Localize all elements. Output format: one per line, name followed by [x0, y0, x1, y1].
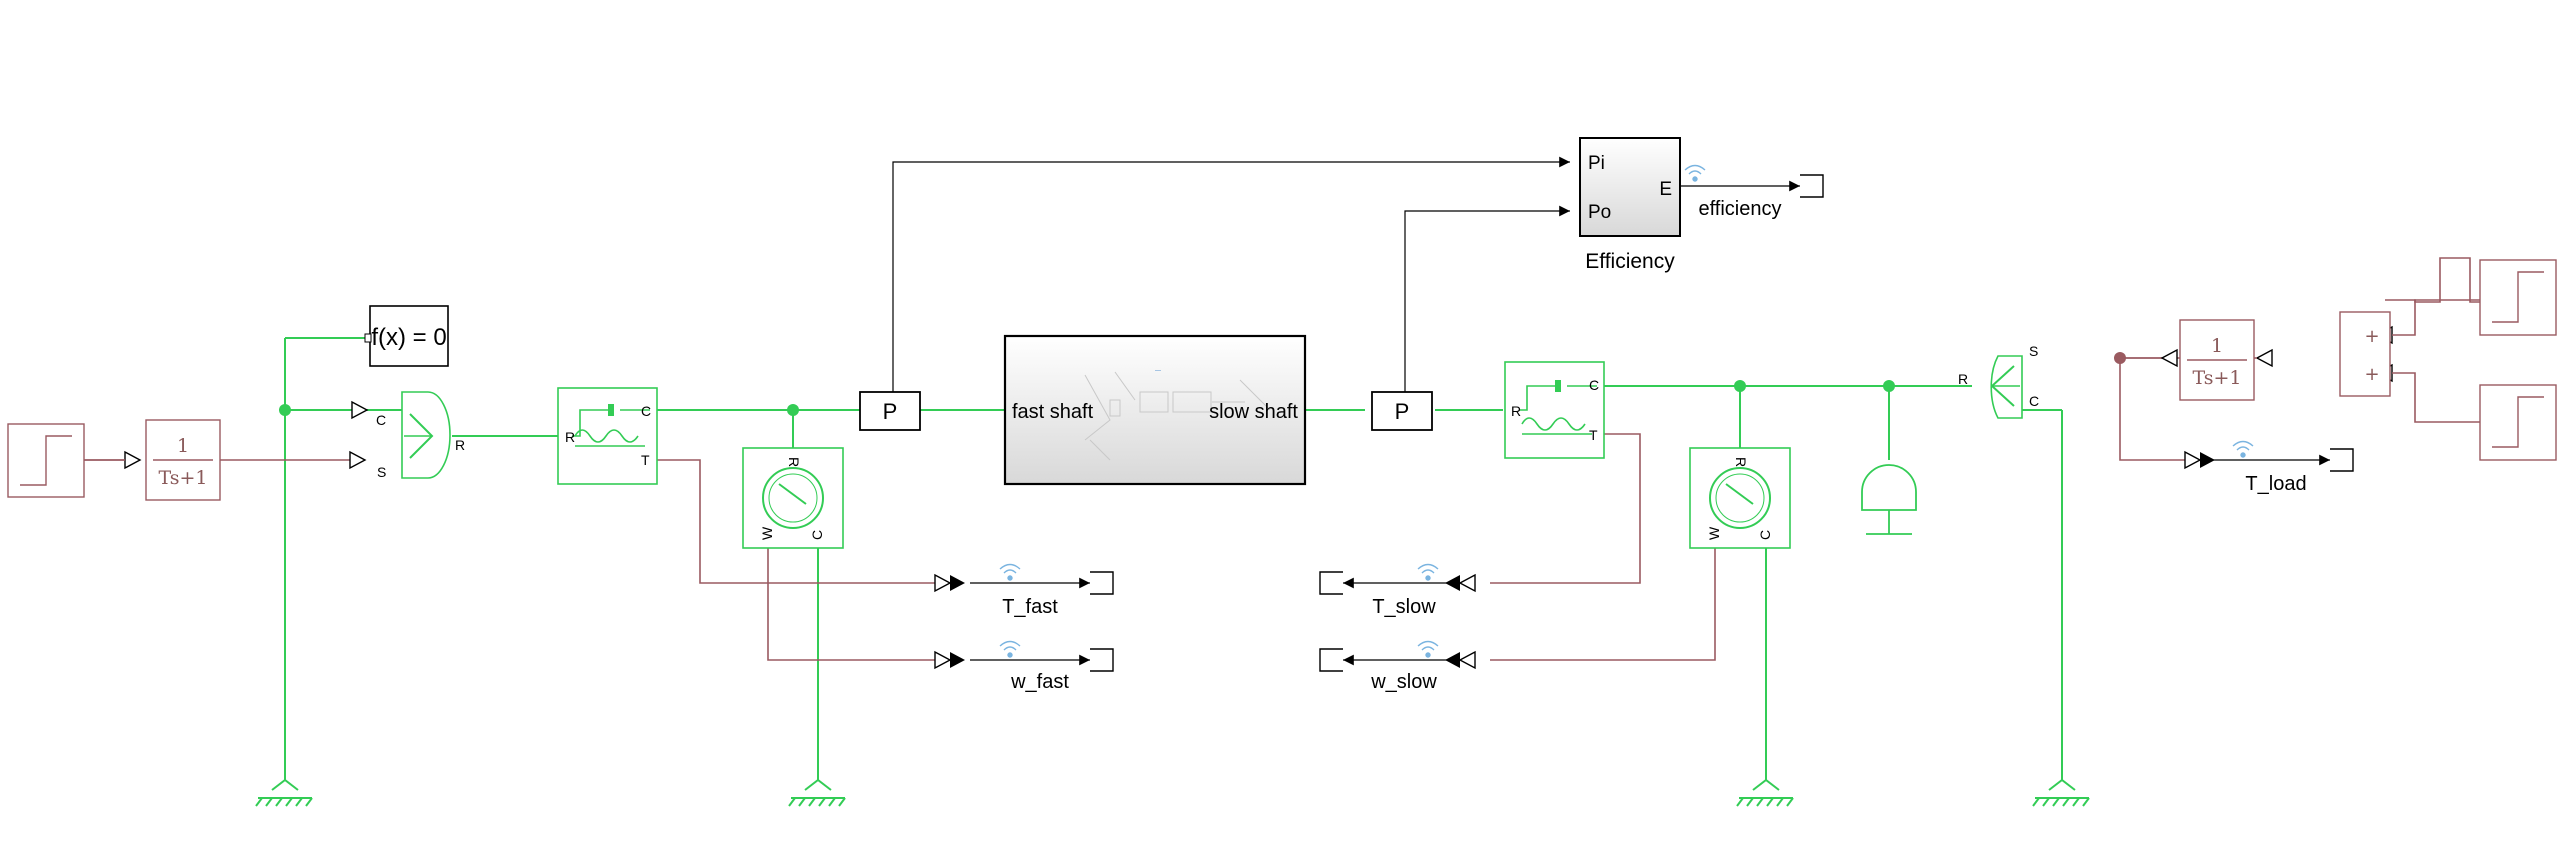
- ground-icon: [255, 778, 313, 807]
- inertia-icon: [1861, 464, 1917, 511]
- port-t-label: T: [641, 452, 650, 468]
- spring-icon: [1521, 417, 1586, 431]
- gauge-icon: [1709, 467, 1771, 529]
- efficiency-block[interactable]: Pi Po E: [1579, 137, 1681, 237]
- signal-label-t-load: T_load: [2245, 473, 2306, 495]
- port-c-label: C: [1757, 530, 1773, 540]
- ideal-torque-source-right[interactable]: S R C: [1958, 343, 2062, 419]
- filled-arrows: [950, 452, 2215, 668]
- transfer-function-right[interactable]: 1 Ts+1: [2179, 319, 2255, 401]
- gauge-icon: [762, 467, 824, 529]
- port-t-label: T: [1589, 427, 1598, 443]
- ground-symbols: [255, 778, 2090, 807]
- port-c-label: C: [376, 412, 386, 428]
- power-signal-lines: [892, 156, 2330, 666]
- inertia-block[interactable]: [1861, 464, 1917, 535]
- efficiency-block-name: Efficiency: [1585, 250, 1675, 273]
- velocity-sensor-fast[interactable]: R W C: [742, 447, 844, 549]
- damper-icon: [1555, 380, 1561, 392]
- signal-label-w-fast: w_fast: [1010, 671, 1069, 693]
- junction-dots: [279, 380, 1895, 416]
- solver-label: f(x) = 0: [371, 324, 446, 351]
- step-icon: [20, 435, 72, 486]
- step-icon: [2492, 271, 2544, 323]
- port-r-label: R: [786, 457, 802, 467]
- terminator-icon: [1800, 174, 1824, 198]
- gearbox-subsystem[interactable]: — fast shaft slow shaft: [1003, 334, 1307, 486]
- sum-block[interactable]: + +: [2339, 311, 2391, 397]
- signal-label-t-slow: T_slow: [1372, 596, 1436, 618]
- wireless-icon: [1684, 164, 1706, 182]
- svg-text:—: —: [1155, 368, 1161, 374]
- port-r-label: R: [565, 429, 575, 445]
- terminator-icon: [1090, 648, 1114, 672]
- wireless-icons: [999, 164, 2254, 658]
- port-c-label: C: [1589, 377, 1599, 393]
- port-w-label: W: [759, 526, 775, 540]
- tf-denominator: Ts+1: [158, 467, 207, 489]
- port-e-label: E: [1659, 179, 1672, 200]
- torque-sensor-slow[interactable]: R C T: [1504, 361, 1605, 459]
- efficiency-signal-label: efficiency: [1698, 198, 1781, 220]
- port-w-label: W: [1706, 526, 1722, 540]
- signal-label-w-slow: w_slow: [1370, 671, 1437, 693]
- tf-denominator: Ts+1: [2192, 367, 2241, 389]
- port-r-label: R: [455, 437, 465, 453]
- velocity-sensor-slow[interactable]: R W C: [1689, 447, 1791, 549]
- ground-icon: [2032, 778, 2090, 807]
- port-r-label: R: [1511, 403, 1521, 419]
- step-source-right-bottom[interactable]: [2479, 384, 2557, 461]
- power-label: P: [883, 399, 898, 424]
- tf-numerator: 1: [177, 435, 189, 457]
- port-r-label: R: [1958, 371, 1968, 387]
- signal-label-t-fast: T_fast: [1002, 596, 1058, 618]
- port-c-label: C: [2029, 393, 2039, 409]
- sum-plus-2: +: [2364, 364, 2379, 385]
- damper-icon: [608, 404, 614, 416]
- step-icon: [2492, 396, 2544, 448]
- port-po-label: Po: [1588, 202, 1611, 223]
- conn-step-bottom: [2392, 372, 2480, 423]
- ground-icon: [788, 778, 846, 807]
- subsystem-preview: [1084, 371, 1271, 461]
- terminators: [1090, 174, 2354, 672]
- port-r-label: R: [1733, 457, 1749, 467]
- port-pi-label: Pi: [1588, 153, 1605, 174]
- port-c-label: C: [641, 403, 651, 419]
- terminator-icon: [1319, 571, 1343, 595]
- sum-plus-1: +: [2364, 326, 2379, 347]
- conn-step-top: [2392, 299, 2480, 336]
- wireless-icon: [1417, 563, 1439, 581]
- port-c-label: C: [809, 530, 825, 540]
- terminator-icon: [1090, 571, 1114, 595]
- terminator-icon: [2330, 448, 2354, 472]
- wireless-icon: [2232, 440, 2254, 458]
- tf-numerator: 1: [2211, 335, 2223, 357]
- wireless-icon: [999, 563, 1021, 581]
- port-slow-shaft-label: slow shaft: [1209, 401, 1298, 423]
- junction-dot: [2114, 352, 2126, 364]
- power-label: P: [1395, 399, 1410, 424]
- transfer-function-left[interactable]: 1 Ts+1: [145, 419, 221, 501]
- torque-sensor-fast[interactable]: R C T: [557, 387, 658, 485]
- step-source-right-top[interactable]: [2479, 259, 2557, 336]
- power-block-slow[interactable]: P: [1371, 391, 1433, 431]
- wireless-icon: [1417, 640, 1439, 658]
- terminator-icon: [1319, 648, 1343, 672]
- wireless-icon: [999, 640, 1021, 658]
- port-s-label: S: [377, 464, 386, 480]
- spring-icon: [574, 429, 639, 443]
- step-source-left[interactable]: [7, 423, 85, 498]
- ideal-torque-source-left[interactable]: C R S: [376, 391, 465, 480]
- solver-configuration-block[interactable]: f(x) = 0: [364, 305, 449, 367]
- port-fast-shaft-label: fast shaft: [1012, 401, 1094, 423]
- ground-icon: [1736, 778, 1794, 807]
- port-s-label: S: [2029, 343, 2038, 359]
- power-block-fast[interactable]: P: [859, 391, 921, 431]
